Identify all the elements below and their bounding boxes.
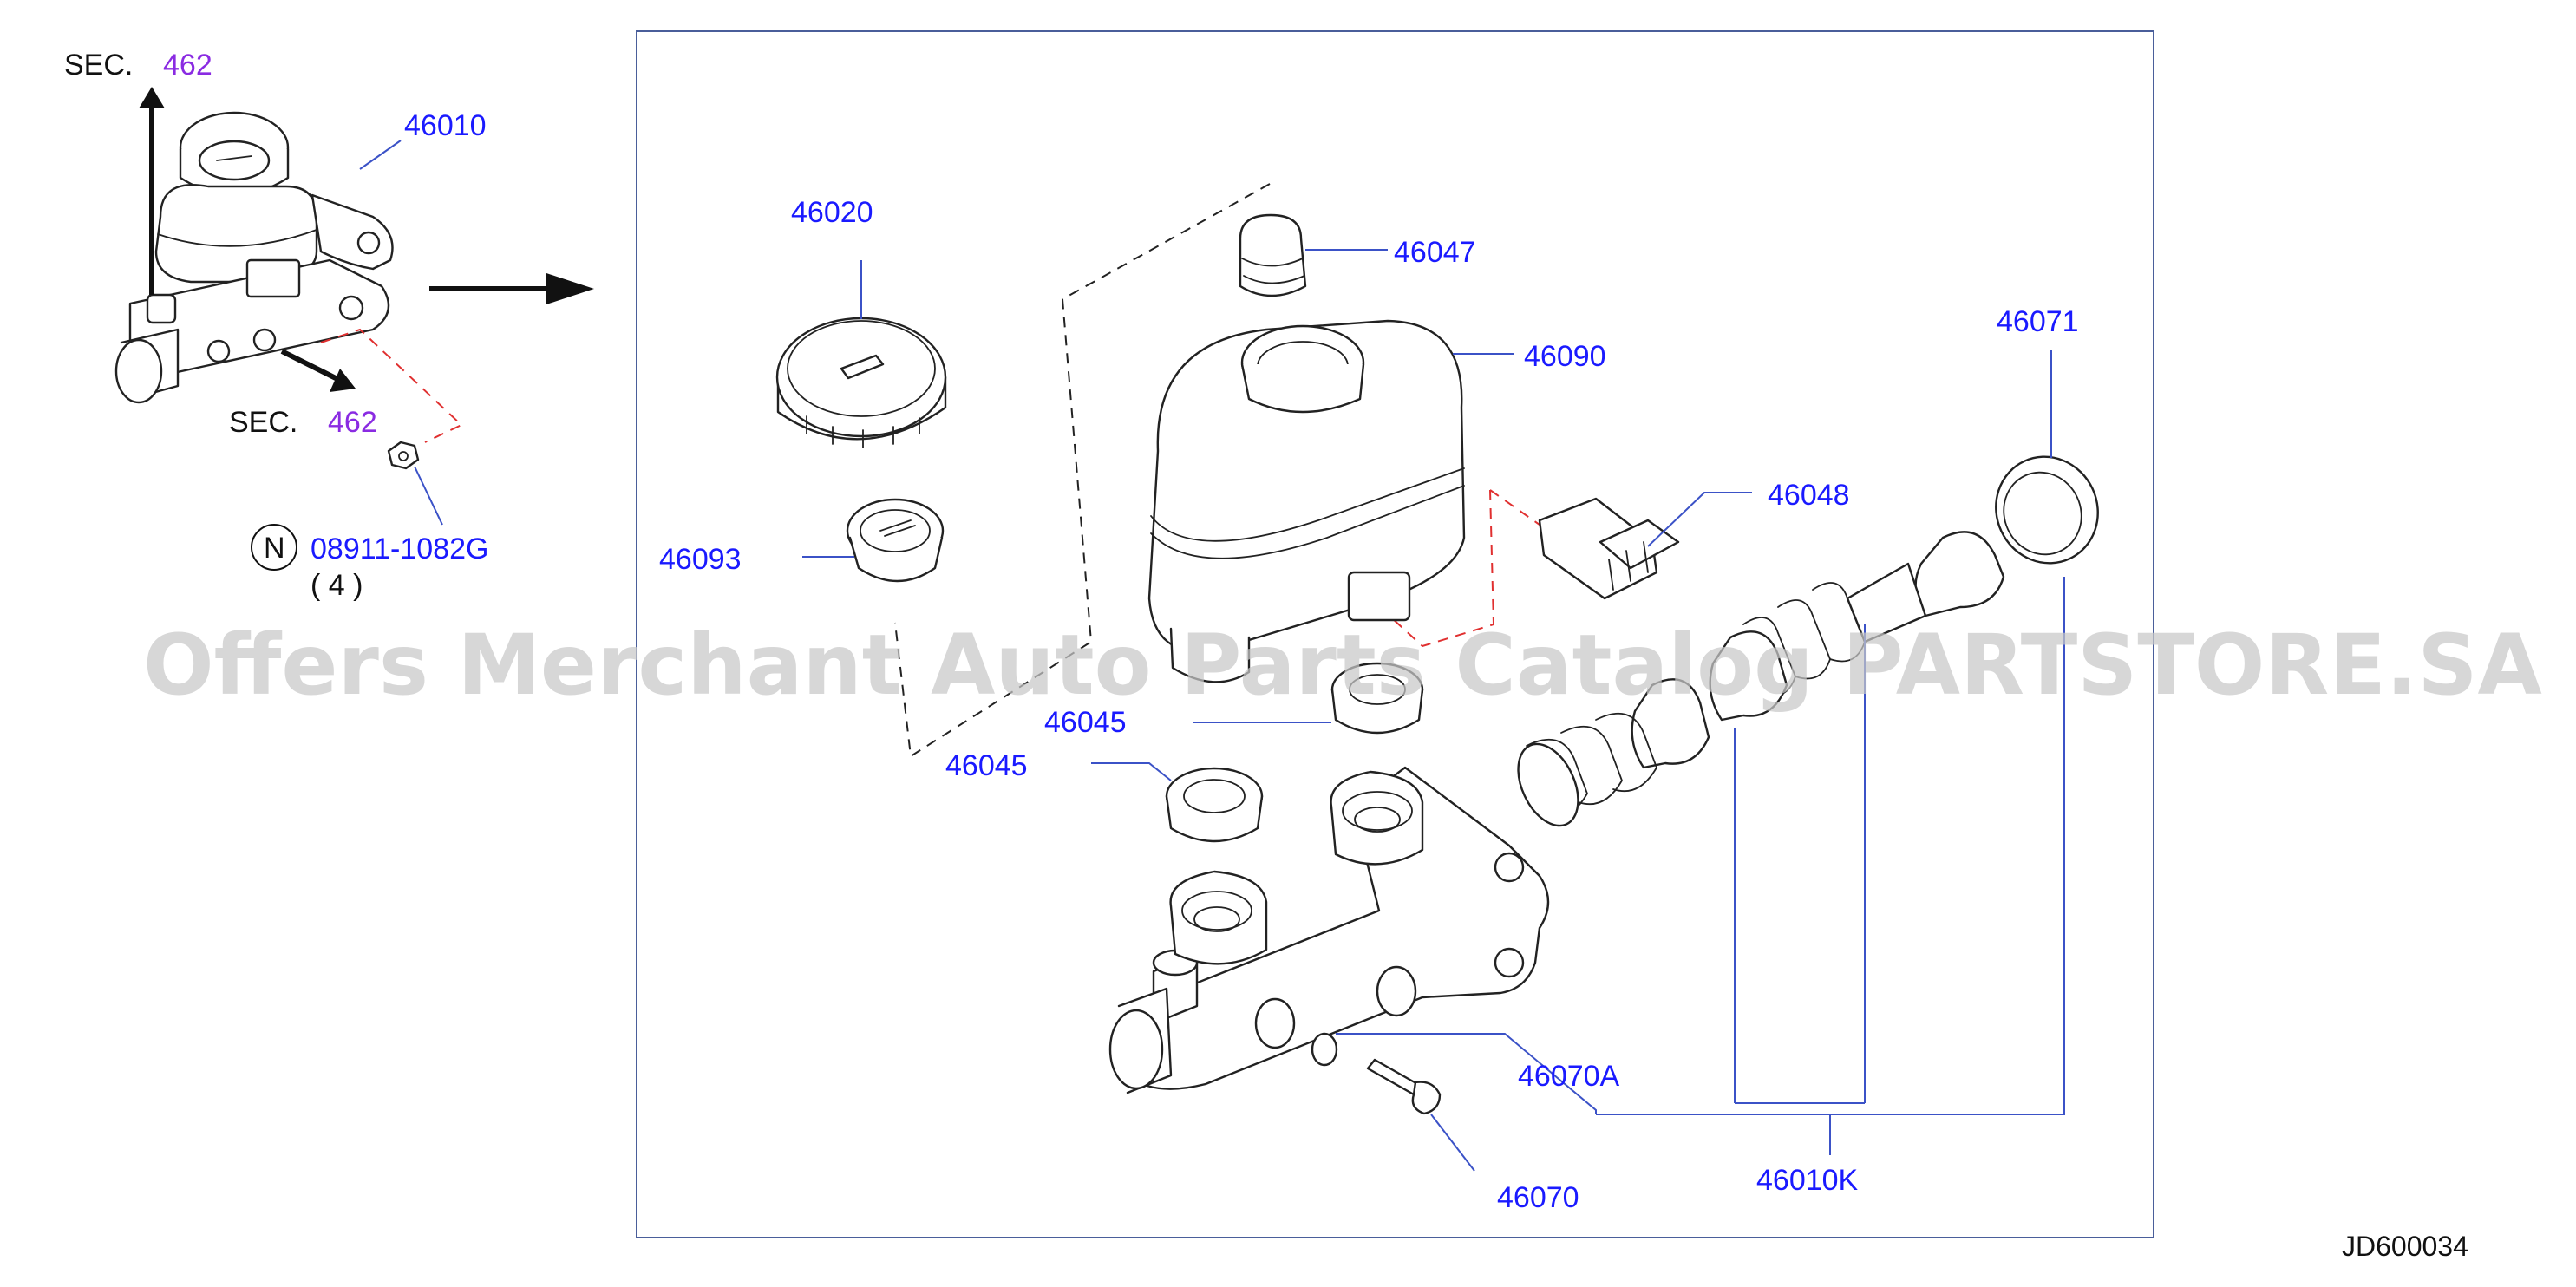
sec-top-prefix: SEC.: [64, 49, 133, 82]
arrow-down-right-icon: [280, 349, 356, 392]
diagram-code: JD600034: [2342, 1231, 2468, 1262]
master-cylinder-body[interactable]: [1108, 766, 1550, 1094]
label-reservoir[interactable]: 46090: [1524, 340, 1606, 373]
sec-top-number[interactable]: 462: [163, 49, 212, 82]
label-strainer[interactable]: 46093: [659, 543, 742, 576]
piston-assembly[interactable]: [1507, 531, 2005, 835]
label-grommet-upper[interactable]: 46045: [1044, 706, 1127, 739]
reservoir-plug[interactable]: [1239, 213, 1307, 297]
strainer[interactable]: [846, 498, 945, 583]
reservoir-cap[interactable]: [775, 317, 947, 448]
nut-part[interactable]: [387, 441, 420, 470]
watermark: Offers Merchant Auto Parts Catalog PARTS…: [143, 617, 2542, 714]
stopper-bolt[interactable]: [1366, 1058, 1442, 1115]
nut-part-label[interactable]: 08911-1082G: [311, 532, 488, 565]
label-stopper-bolt[interactable]: 46070: [1497, 1181, 1579, 1214]
grommet-upper[interactable]: [1330, 662, 1424, 735]
label-piston-kit[interactable]: 46010K: [1756, 1164, 1859, 1197]
label-cap[interactable]: 46020: [791, 196, 873, 229]
grommet-lower[interactable]: [1165, 767, 1264, 843]
nut-qty: ( 4 ): [311, 569, 363, 602]
label-reservoir-plug[interactable]: 46047: [1394, 236, 1476, 269]
label-grommet-lower[interactable]: 46045: [945, 749, 1028, 782]
label-switch[interactable]: 46048: [1768, 479, 1850, 512]
arrow-up-icon: [139, 87, 165, 295]
nut-marker: N: [264, 532, 285, 565]
label-o-ring[interactable]: 46070A: [1518, 1060, 1620, 1093]
nut-marker-circle: [251, 524, 297, 571]
piston-cup[interactable]: [1978, 440, 2115, 579]
reservoir[interactable]: [1147, 319, 1466, 683]
overview-part-label[interactable]: 46010: [404, 109, 487, 142]
arrow-right-icon: [429, 273, 594, 304]
label-cup[interactable]: 46071: [1997, 305, 2079, 338]
overview-assembly[interactable]: [114, 111, 394, 404]
o-ring[interactable]: [1311, 1032, 1338, 1067]
detail-frame: [636, 30, 2154, 1238]
sec-bottom-number[interactable]: 462: [328, 406, 377, 439]
level-switch[interactable]: [1538, 497, 1680, 600]
sec-bottom-prefix: SEC.: [229, 406, 297, 439]
